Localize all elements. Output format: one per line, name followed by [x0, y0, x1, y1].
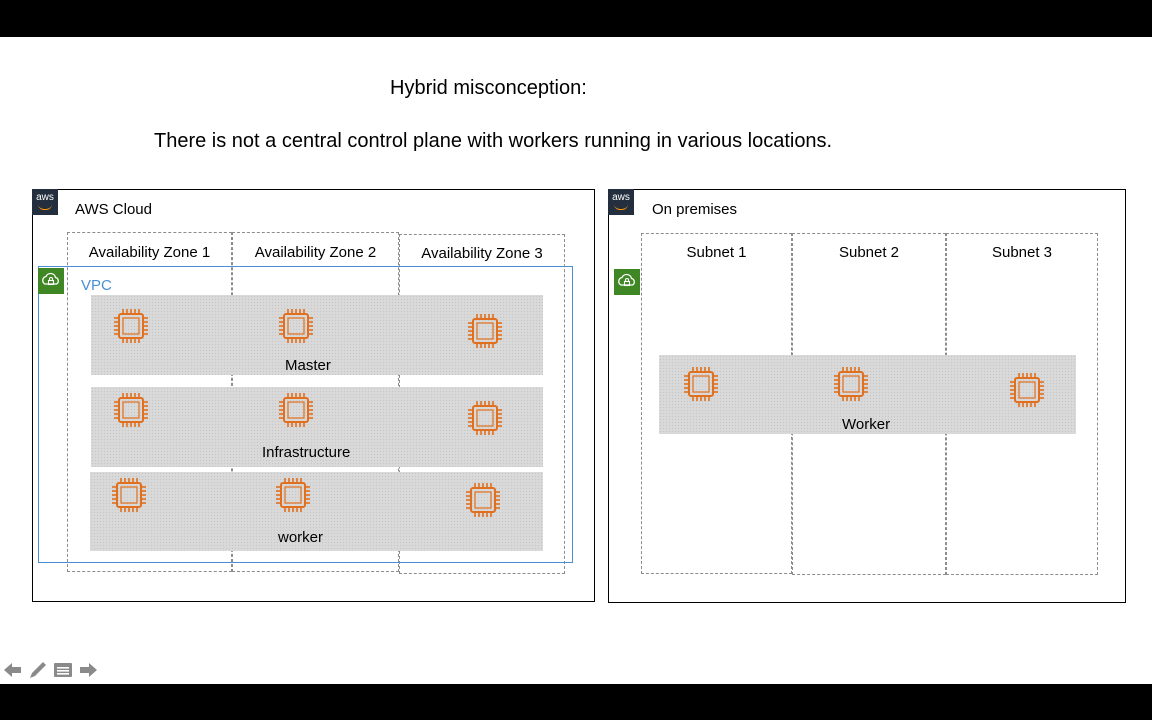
ec2-instance-icon — [465, 482, 501, 518]
zone-label: Availability Zone 2 — [254, 244, 377, 261]
vpc-label: VPC — [81, 277, 112, 294]
ec2-instance-icon — [111, 477, 147, 513]
ec2-instance-icon — [278, 308, 314, 344]
ec2-instance-icon — [113, 392, 149, 428]
aws-logo-icon: aws — [32, 189, 58, 215]
on-premises-title: On premises — [652, 201, 738, 218]
ec2-instance-icon — [833, 366, 869, 402]
zone-label: Availability Zone 1 — [88, 244, 211, 261]
forward-arrow-icon[interactable] — [77, 659, 99, 681]
aws-cloud-title: AWS Cloud — [75, 201, 152, 218]
infrastructure-label: Infrastructure — [262, 444, 351, 461]
ec2-instance-icon — [467, 400, 503, 436]
onprem-worker-label: Worker — [842, 416, 891, 433]
slide-heading: Hybrid misconception: — [390, 77, 587, 99]
worker-label: worker — [278, 529, 324, 546]
pen-icon[interactable] — [27, 659, 49, 681]
subnet-label: Subnet 1 — [686, 244, 747, 261]
menu-icon[interactable] — [52, 659, 74, 681]
vpc-boundary — [38, 266, 573, 563]
master-label: Master — [285, 357, 331, 374]
subnet-label: Subnet 2 — [838, 244, 900, 261]
back-arrow-icon[interactable] — [2, 659, 24, 681]
subnet-label: Subnet 3 — [991, 244, 1053, 261]
ec2-instance-icon — [275, 477, 311, 513]
ec2-instance-icon — [278, 392, 314, 428]
ec2-instance-icon — [683, 366, 719, 402]
vpc-lock-icon — [38, 268, 64, 294]
worker-group — [90, 472, 543, 551]
infrastructure-group — [91, 387, 543, 467]
on-premises-panel: aws On premises — [608, 189, 1126, 603]
vpc-lock-icon — [614, 269, 640, 295]
zone-label: Availability Zone 3 — [421, 245, 543, 262]
aws-cloud-panel: aws AWS Cloud — [32, 189, 595, 602]
onprem-worker-group — [659, 355, 1076, 434]
slide: Hybrid misconception: There is not a cen… — [0, 37, 1152, 684]
aws-logo-icon: aws — [608, 189, 634, 215]
ec2-instance-icon — [467, 313, 503, 349]
master-group — [91, 295, 543, 375]
ec2-instance-icon — [1009, 372, 1045, 408]
ec2-instance-icon — [113, 308, 149, 344]
slide-subheading: There is not a central control plane wit… — [154, 130, 833, 152]
